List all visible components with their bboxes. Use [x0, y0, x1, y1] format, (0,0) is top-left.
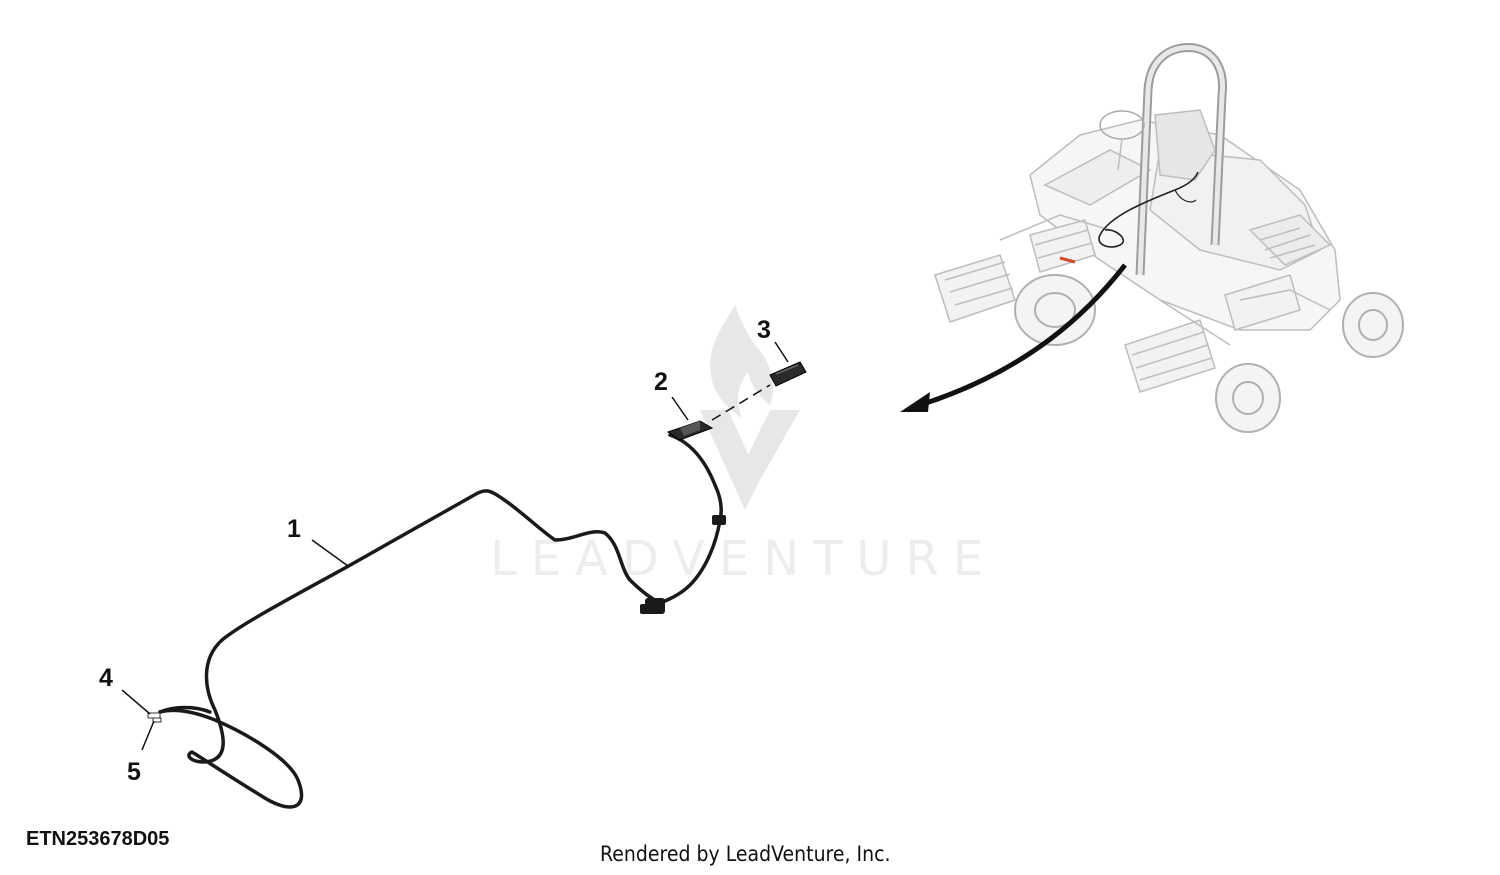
- harness-clip: [640, 515, 726, 614]
- callout-1: 1: [287, 515, 301, 543]
- wiring-harness: [158, 433, 723, 809]
- callout-5: 5: [127, 758, 141, 786]
- callout-2: 2: [654, 368, 668, 396]
- watermark-logo: [700, 305, 800, 510]
- assembly-line: [711, 384, 771, 421]
- connector-part: [666, 420, 714, 441]
- callout-3: 3: [757, 316, 771, 344]
- watermark-text: LEADVENTURE: [490, 531, 997, 587]
- cover-part: [769, 361, 807, 387]
- callout-4: 4: [99, 664, 113, 692]
- machine-illustration: [934, 43, 1404, 433]
- credit-text: Rendered by LeadVenture, Inc.: [600, 842, 891, 866]
- figure-id: ETN253678D05: [26, 828, 170, 850]
- leader-lines: [121, 341, 789, 751]
- location-arrow: [900, 263, 1127, 412]
- terminal-parts: [147, 712, 162, 723]
